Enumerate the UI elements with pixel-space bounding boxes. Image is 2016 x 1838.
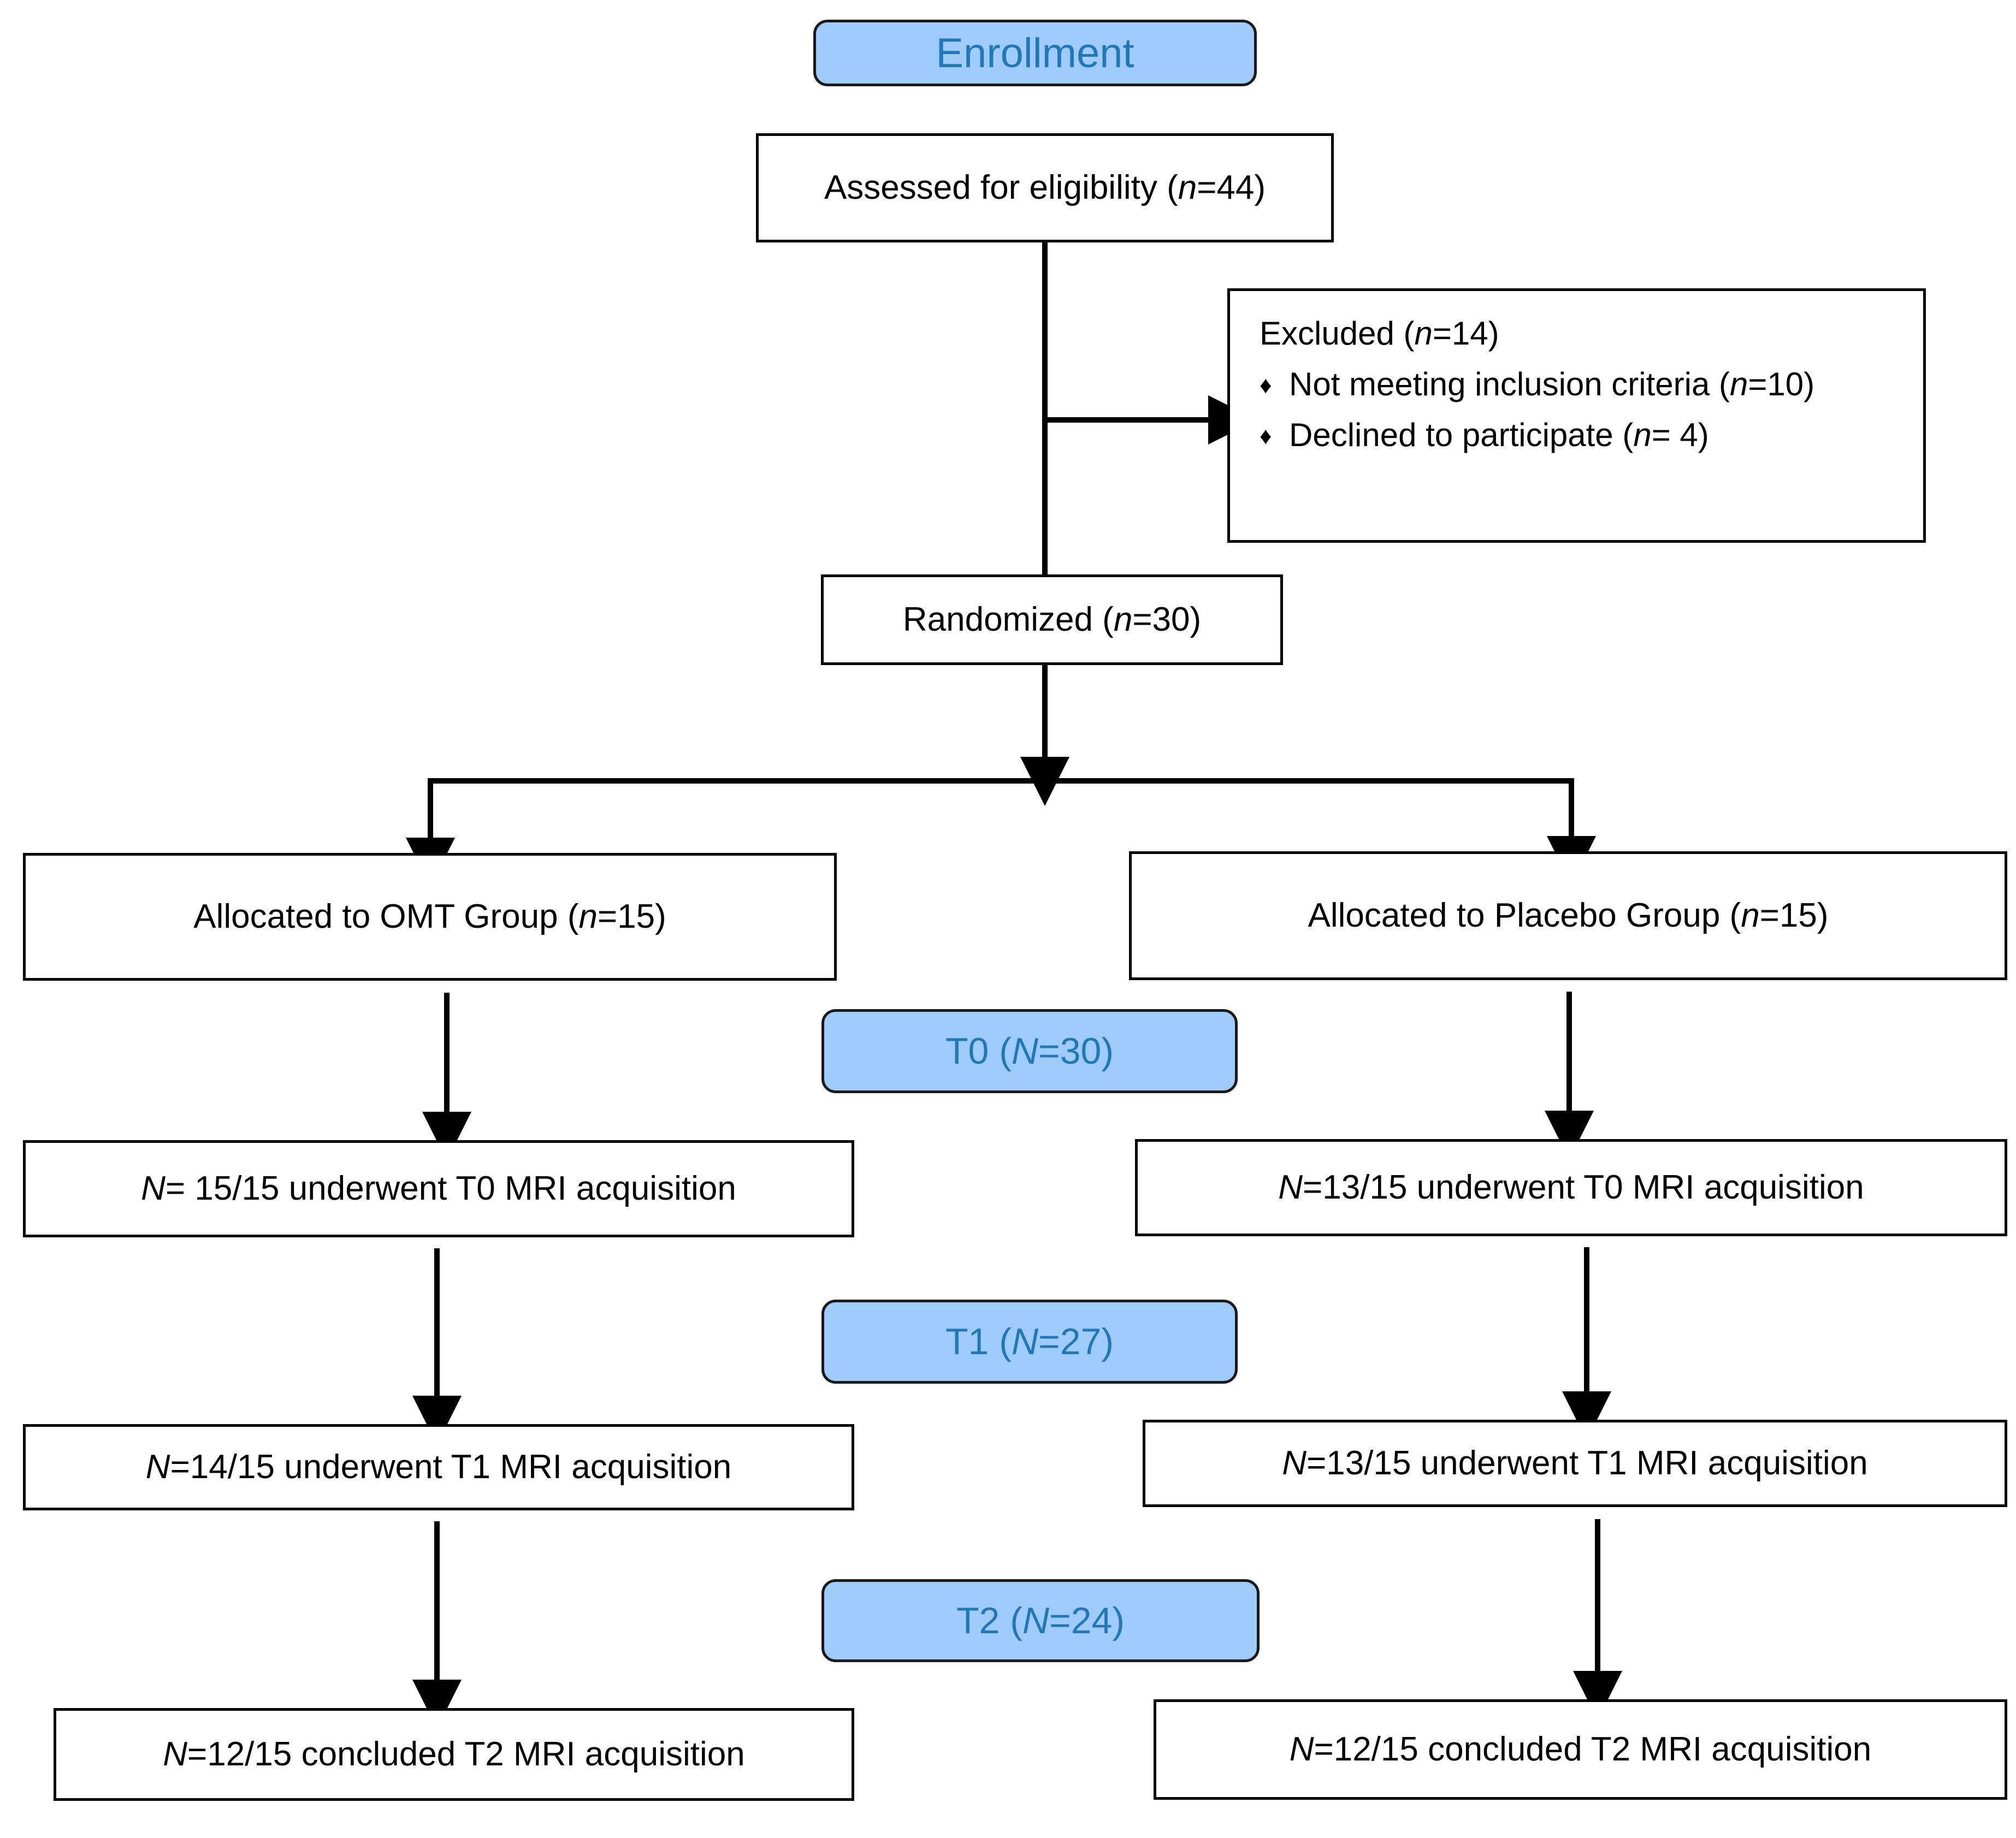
excluded-item-1-var: n xyxy=(1633,416,1652,453)
node-assessed-prefix: Assessed for eligibility ( xyxy=(824,169,1178,207)
stage-badge-t2: T2 (N=24) xyxy=(821,1579,1260,1662)
node-alloc-placebo-suffix: =15) xyxy=(1759,897,1829,935)
node-t2-mri-placebo: N=12/15 concluded T2 MRI acquisition xyxy=(1154,1699,2007,1800)
node-t1-right-var: N xyxy=(1282,1444,1307,1483)
node-assessed-for-eligibility: Assessed for eligibility (n=44) xyxy=(756,133,1334,242)
diamond-bullet-icon: ♦ xyxy=(1260,422,1272,449)
stage-badge-enrollment: Enrollment xyxy=(813,20,1257,86)
node-excluded-content: Excluded (n=14) ♦ Not meeting inclusion … xyxy=(1230,291,1923,456)
stage-badge-t0-var: N xyxy=(1011,1030,1038,1072)
node-t2-mri-omt-text: N=12/15 concluded T2 MRI acquisition xyxy=(56,1733,852,1776)
node-t2-left-suffix: =12/15 concluded T2 MRI acquisition xyxy=(187,1735,745,1774)
node-alloc-placebo-prefix: Allocated to Placebo Group ( xyxy=(1308,897,1741,935)
excluded-item-0-suffix: =10) xyxy=(1748,365,1815,402)
node-allocated-placebo-text: Allocated to Placebo Group (n=15) xyxy=(1132,894,2005,937)
node-t0-right-suffix: =13/15 underwent T0 MRI acquisition xyxy=(1303,1169,1864,1207)
node-t2-right-suffix: =12/15 concluded T2 MRI acquisition xyxy=(1314,1730,1872,1769)
node-t0-mri-placebo: N=13/15 underwent T0 MRI acquisition xyxy=(1135,1139,2007,1236)
node-allocated-omt-group: Allocated to OMT Group (n=15) xyxy=(23,853,837,981)
node-assessed-text: Assessed for eligibility (n=44) xyxy=(759,166,1331,209)
stage-badge-t0-suffix: =30) xyxy=(1038,1030,1114,1072)
node-alloc-omt-var: n xyxy=(578,898,598,936)
excluded-item-1-prefix: Declined to participate ( xyxy=(1289,416,1634,453)
node-t2-right-var: N xyxy=(1289,1730,1314,1769)
node-randomized-prefix: Randomized ( xyxy=(902,601,1114,639)
node-t0-left-var: N xyxy=(141,1170,165,1208)
node-t1-left-var: N xyxy=(145,1448,170,1486)
node-randomized-suffix: =30) xyxy=(1132,601,1202,639)
node-t2-mri-placebo-text: N=12/15 concluded T2 MRI acquisition xyxy=(1156,1728,2005,1771)
node-t1-mri-placebo-text: N=13/15 underwent T1 MRI acquisition xyxy=(1145,1442,2005,1485)
stage-badge-t2-var: N xyxy=(1022,1600,1049,1641)
stage-badge-t0-label: T0 (N=30) xyxy=(945,1030,1114,1072)
list-item: ♦ Declined to participate (n= 4) xyxy=(1260,414,1905,456)
stage-badge-t1-prefix: T1 ( xyxy=(945,1321,1012,1362)
excluded-item-0-var: n xyxy=(1729,365,1748,402)
node-assessed-suffix: =44) xyxy=(1197,169,1266,207)
node-t2-mri-omt: N=12/15 concluded T2 MRI acquisition xyxy=(54,1708,854,1801)
node-t1-mri-omt-text: N=14/15 underwent T1 MRI acquisition xyxy=(26,1445,852,1489)
node-alloc-omt-prefix: Allocated to OMT Group ( xyxy=(193,898,579,936)
node-allocated-placebo-group: Allocated to Placebo Group (n=15) xyxy=(1129,851,2007,980)
stage-badge-t2-prefix: T2 ( xyxy=(956,1600,1022,1641)
node-t1-left-suffix: =14/15 underwent T1 MRI acquisition xyxy=(170,1448,732,1486)
node-assessed-var: n xyxy=(1178,169,1197,207)
node-t0-mri-omt-text: N= 15/15 underwent T0 MRI acquisition xyxy=(26,1167,852,1210)
stage-badge-t0: T0 (N=30) xyxy=(821,1009,1238,1093)
stage-badge-t1-suffix: =27) xyxy=(1038,1321,1114,1362)
node-t0-mri-omt: N= 15/15 underwent T0 MRI acquisition xyxy=(23,1140,854,1237)
diamond-bullet-icon: ♦ xyxy=(1260,371,1272,399)
stage-badge-t2-suffix: =24) xyxy=(1049,1600,1125,1641)
node-allocated-omt-text: Allocated to OMT Group (n=15) xyxy=(26,895,834,938)
node-excluded-title: Excluded (n=14) xyxy=(1260,313,1905,355)
node-t1-mri-placebo: N=13/15 underwent T1 MRI acquisition xyxy=(1143,1420,2007,1507)
stage-badge-t1: T1 (N=27) xyxy=(821,1300,1238,1384)
stage-badge-enrollment-label: Enrollment xyxy=(936,29,1134,76)
node-alloc-omt-suffix: =15) xyxy=(597,898,666,936)
node-t0-left-suffix: = 15/15 underwent T0 MRI acquisition xyxy=(165,1170,736,1208)
node-t1-mri-omt: N=14/15 underwent T1 MRI acquisition xyxy=(23,1424,854,1510)
node-t1-right-suffix: =13/15 underwent T1 MRI acquisition xyxy=(1306,1444,1868,1483)
stage-badge-t1-var: N xyxy=(1011,1321,1038,1362)
stage-badge-t2-label: T2 (N=24) xyxy=(956,1599,1125,1642)
node-excluded: Excluded (n=14) ♦ Not meeting inclusion … xyxy=(1227,288,1926,543)
node-t0-mri-placebo-text: N=13/15 underwent T0 MRI acquisition xyxy=(1138,1166,2005,1209)
list-item-text: Not meeting inclusion criteria (n=10) xyxy=(1289,364,1905,406)
node-excluded-title-var: n xyxy=(1414,315,1433,352)
node-excluded-title-prefix: Excluded ( xyxy=(1260,315,1415,352)
node-randomized-text: Randomized (n=30) xyxy=(824,598,1280,641)
node-excluded-title-suffix: =14) xyxy=(1432,315,1499,352)
list-item: ♦ Not meeting inclusion criteria (n=10) xyxy=(1260,364,1905,406)
excluded-item-0-prefix: Not meeting inclusion criteria ( xyxy=(1289,365,1730,402)
node-alloc-placebo-var: n xyxy=(1741,897,1760,935)
node-randomized: Randomized (n=30) xyxy=(821,574,1283,665)
excluded-item-1-suffix: = 4) xyxy=(1651,416,1709,453)
stage-badge-t1-label: T1 (N=27) xyxy=(945,1320,1114,1363)
node-t2-left-var: N xyxy=(163,1735,187,1774)
stage-badge-t0-prefix: T0 ( xyxy=(945,1030,1012,1072)
node-t0-right-var: N xyxy=(1278,1169,1303,1207)
list-item-text: Declined to participate (n= 4) xyxy=(1289,414,1905,456)
node-randomized-var: n xyxy=(1113,601,1133,639)
